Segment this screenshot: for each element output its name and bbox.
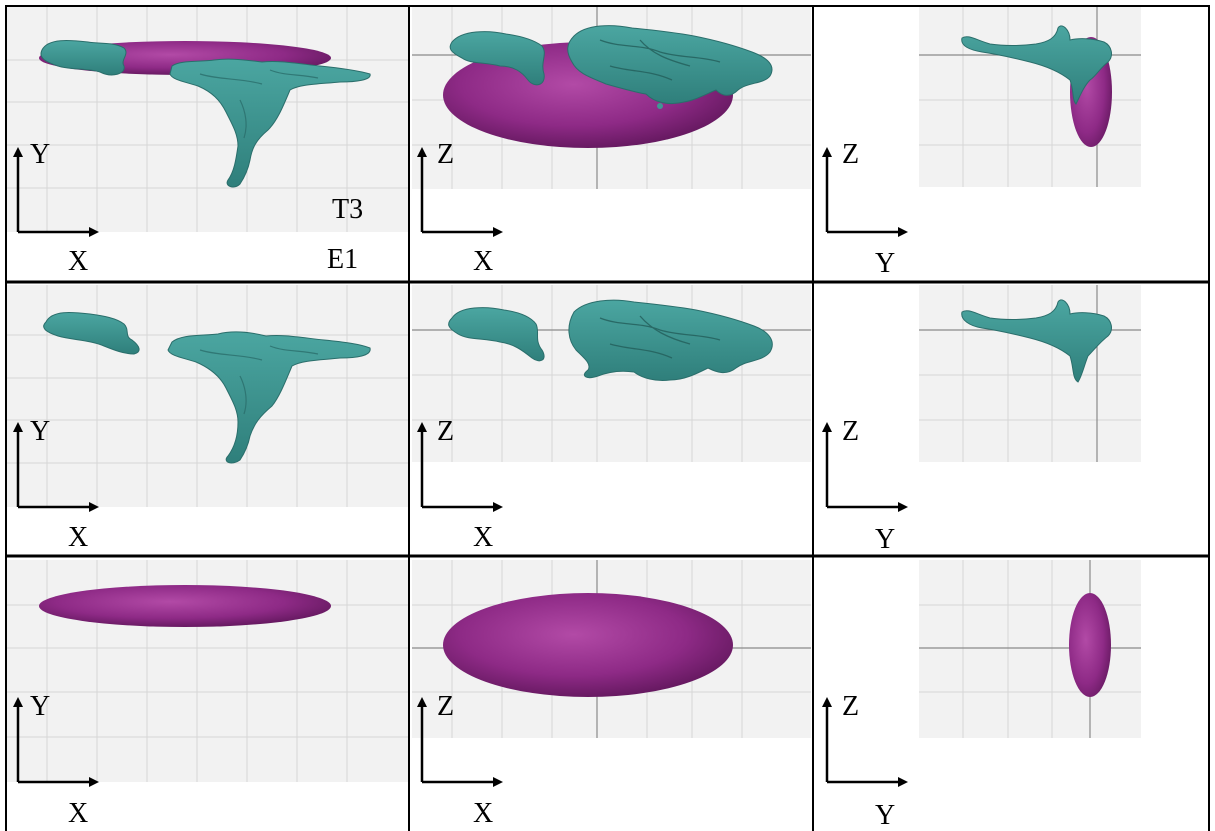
horizontal-axis-label: Y [875,524,895,555]
vertical-axis-label: Y [30,139,50,170]
ellipsoid [39,585,331,627]
horizontal-axis-label: X [473,246,493,277]
ellipsoid [1069,593,1111,697]
panel-r3-yz: Z Y [822,560,1141,831]
grid-lines [7,285,408,507]
vertical-axis-label: Z [842,416,859,447]
panel-label: T3 [332,194,363,225]
cluster-main-fragment [167,331,371,464]
cluster-main-fragment [169,58,371,188]
panel-r2-xy: Y X [7,285,408,553]
grid-lines [919,560,1141,738]
grid-background [919,285,1141,462]
cluster-left-fragment [43,311,140,355]
horizontal-axis-label: Y [875,248,895,279]
panel-r2-yz: Z Y [822,285,1141,555]
panel-r2-xz: Z X [412,285,811,553]
panel-sublabel: E1 [327,244,358,275]
horizontal-axis-label: X [473,522,493,553]
horizontal-axis-label: X [473,798,493,829]
vertical-axis-label: Y [30,416,50,447]
horizontal-axis-label: X [68,798,88,829]
cluster-fragment [961,25,1112,105]
cluster-ridge-detail [599,39,721,81]
panel-r1-xz: Z X [412,7,811,277]
cluster-ridge-detail [199,69,319,139]
horizontal-axis-label: X [68,246,88,277]
panel-r1-xy: Y X T3 E1 [7,7,408,277]
cluster-left-fragment [449,31,545,86]
cluster-main-fragment [568,299,773,381]
vertical-axis-label: Y [30,691,50,722]
panel-borders [5,5,1210,831]
vertical-axis-label: Z [842,691,859,722]
cluster-droplet [657,103,663,109]
horizontal-axis-label: X [68,522,88,553]
panel-r1-yz: Z Y [822,7,1141,279]
cluster-left-fragment [448,307,545,362]
ellipsoid [443,593,733,697]
vertical-axis-label: Z [842,139,859,170]
vertical-axis-label: Z [437,416,454,447]
cluster-ridge-detail [199,345,319,415]
vertical-axis-label: Z [437,139,454,170]
cluster-ridge-detail [599,315,721,359]
vertical-axis-label: Z [437,691,454,722]
cluster-left-fragment [40,39,127,76]
cluster-fragment [961,299,1112,383]
panel-r3-xy: Y X [7,560,408,829]
horizontal-axis-label: Y [875,800,895,831]
panel-r3-xz: Z X [412,560,811,829]
